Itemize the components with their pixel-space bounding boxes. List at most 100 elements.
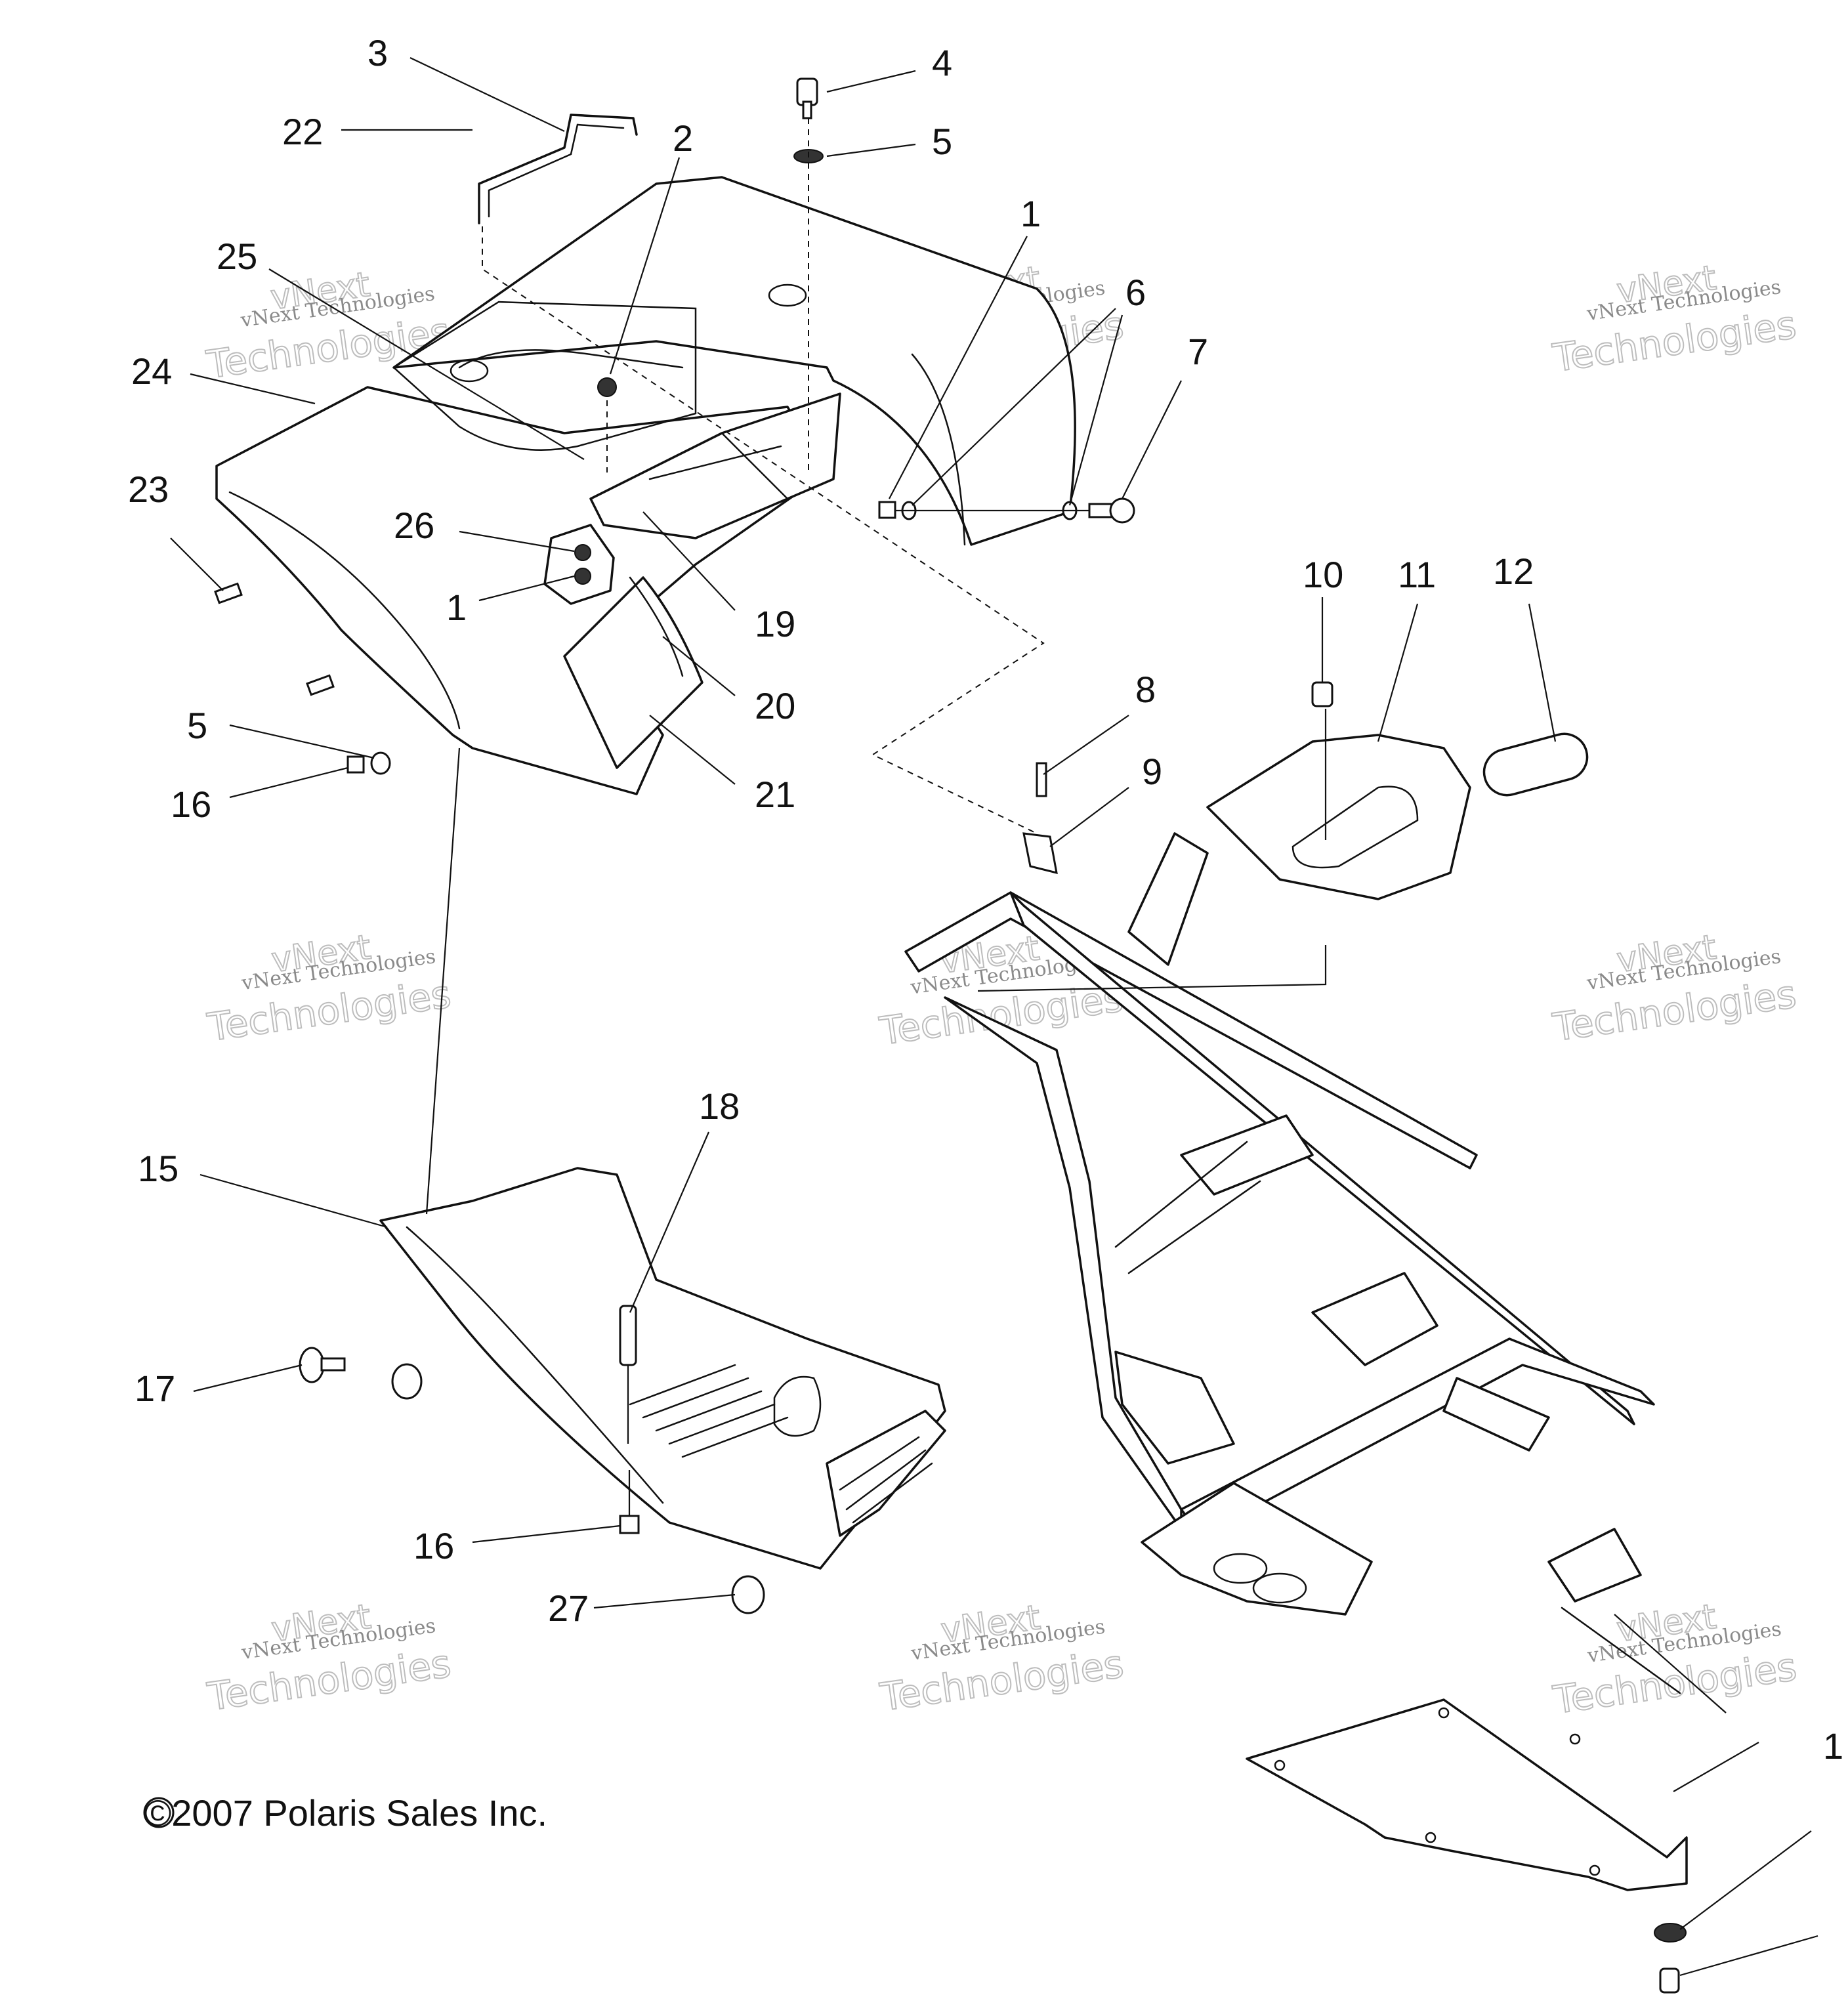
callout-1-bottom: 1 <box>1823 1725 1843 1767</box>
frame-bottom-plate <box>1141 1482 1373 1616</box>
push-rivet-17-shank <box>320 1357 346 1372</box>
rivet-2 <box>597 377 617 397</box>
assembly-line-fender-footwell <box>425 747 461 1215</box>
leader-16b <box>472 1524 621 1544</box>
washer-5b <box>370 751 391 775</box>
footwell-guard-ribs <box>839 1436 933 1524</box>
nut-16a <box>346 755 365 774</box>
leader-3 <box>410 57 565 132</box>
watermark-bottom-left: vNext vNext Technologies Technologies <box>204 1597 454 1720</box>
callout-5-top: 5 <box>932 121 952 162</box>
bolt-10 <box>1311 681 1334 707</box>
callout-9: 9 <box>1142 751 1162 792</box>
callout-10: 10 <box>1303 554 1343 595</box>
callout-11: 11 <box>1398 554 1436 595</box>
callout-20: 20 <box>755 685 795 726</box>
seat <box>1206 734 1471 900</box>
storage-compartment-inner <box>458 349 684 369</box>
leader-7 <box>1122 380 1182 499</box>
callout-5-left: 5 <box>187 705 207 746</box>
leader-4 <box>826 70 916 93</box>
leader-5a <box>826 143 916 158</box>
screw-7-head <box>1109 497 1135 524</box>
push-clip <box>391 1363 423 1400</box>
watermark-top-right: vNext vNext Technologies Technologies <box>1549 258 1799 381</box>
copyright-text: ©2007 Polaris Sales Inc. <box>144 1792 547 1834</box>
leader-21 <box>649 715 736 785</box>
callout-19: 19 <box>755 603 795 644</box>
leader-12 <box>1528 603 1557 742</box>
washer-bottom-right <box>1654 1923 1687 1942</box>
seat-top-pad <box>1292 786 1419 869</box>
frame-mount-bracket-2 <box>1114 1351 1235 1465</box>
footwell-treads <box>629 1364 789 1458</box>
tank-tray-x-left <box>648 445 782 480</box>
callout-22: 22 <box>282 111 323 152</box>
callout-18: 18 <box>699 1085 740 1127</box>
frame-hole-1 <box>1213 1553 1268 1584</box>
assembly-line-rack <box>482 226 1045 834</box>
push-rivet-17 <box>299 1347 325 1383</box>
frame-rear-crossbar <box>1442 1377 1550 1452</box>
leader-24 <box>190 373 316 405</box>
bolt-bottom-right <box>1659 1967 1680 1994</box>
frame-diagonal-brace <box>1114 1141 1261 1274</box>
skid-plate-hole-2 <box>1438 1707 1450 1719</box>
mud-flap-edge <box>629 576 684 677</box>
rack-handle-outer <box>488 123 625 218</box>
leader-18 <box>629 1131 710 1313</box>
leader-26 <box>459 530 575 553</box>
bracket-9 <box>1022 832 1058 875</box>
frame-left-rail <box>944 996 1183 1530</box>
leader-25 <box>268 268 585 460</box>
callout-21: 21 <box>755 774 795 815</box>
leader-6 <box>912 308 1116 506</box>
nut-1-mid <box>574 568 591 585</box>
rack-handle <box>478 114 638 224</box>
callout-15: 15 <box>138 1148 178 1189</box>
leader-bottom-1 <box>1679 1830 1812 1930</box>
leader-27 <box>593 1593 736 1609</box>
assembly-lines <box>425 118 1727 1713</box>
push-pin-23b <box>306 674 335 696</box>
callout-1-mid: 1 <box>446 587 467 628</box>
leader-2 <box>609 157 681 375</box>
callout-8: 8 <box>1135 669 1156 710</box>
skid-plate-hole-3 <box>1569 1733 1581 1745</box>
frame-right-rail <box>1009 891 1635 1425</box>
footwell-pocket <box>773 1376 822 1437</box>
leader-1c <box>1673 1742 1759 1792</box>
rear-fender-assembly <box>215 176 1076 795</box>
fender-cutout-2 <box>768 284 807 307</box>
leader-19 <box>642 511 736 611</box>
callout-6: 6 <box>1125 272 1146 313</box>
leader-6b <box>1068 314 1124 506</box>
callout-16-bottom: 16 <box>413 1525 454 1566</box>
watermark-mid-right: vNext vNext Technologies Technologies <box>1549 927 1799 1051</box>
skid-plate-hole-5 <box>1589 1864 1601 1876</box>
frame-hole-2 <box>1252 1572 1307 1604</box>
leader-9 <box>1049 787 1129 847</box>
washer-26 <box>574 544 591 561</box>
callout-25: 25 <box>217 236 257 277</box>
callout-12: 12 <box>1493 551 1534 592</box>
skid-plate-hole-1 <box>1274 1759 1286 1771</box>
callout-16-left: 16 <box>171 784 211 825</box>
stud-8 <box>1036 762 1047 797</box>
frame-shock-mount <box>1547 1528 1642 1603</box>
callout-4: 4 <box>932 42 952 83</box>
leader-8 <box>1043 715 1129 775</box>
watermark-mid-left: vNext vNext Technologies Technologies <box>204 927 454 1051</box>
frame-engine-mount <box>1311 1272 1438 1366</box>
mud-flap <box>563 576 704 769</box>
callout-leaders <box>170 57 1818 1977</box>
rivet-27 <box>731 1575 765 1614</box>
callout-2: 2 <box>673 117 693 159</box>
watermark-bottom-right: vNext vNext Technologies Technologies <box>1549 1597 1799 1723</box>
leader-1a <box>889 236 1028 499</box>
callout-labels: 3 22 2 4 5 1 6 7 25 24 23 26 1 19 20 5 1… <box>128 32 1843 1767</box>
frame-rear-extension <box>1561 1606 1681 1694</box>
hardware <box>214 77 1687 1994</box>
watermark-bottom-middle: vNext vNext Technologies Technologies <box>877 1597 1127 1720</box>
